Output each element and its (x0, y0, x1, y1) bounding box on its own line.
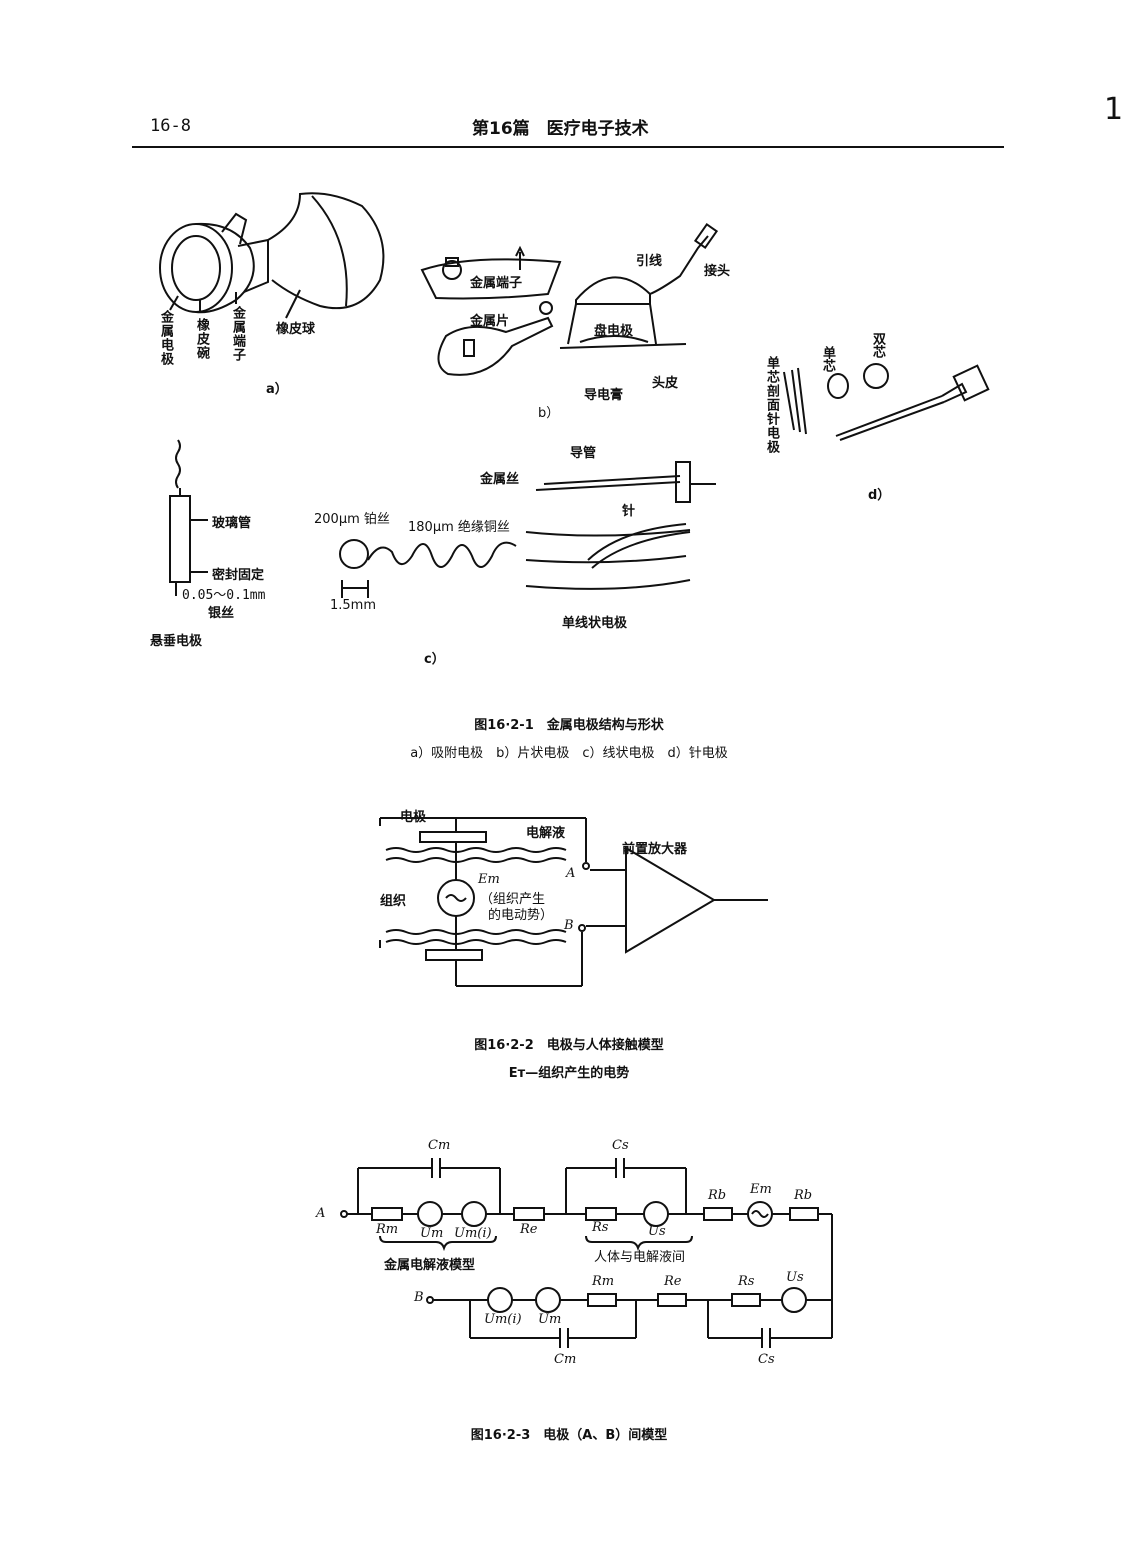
fig2-label-electrode: 电极 (400, 810, 427, 825)
fig3-label-cs-top: Cs (612, 1138, 629, 1153)
fig3-label-us-top: Us (648, 1224, 666, 1239)
fig3-label-um-top: Um (420, 1226, 444, 1241)
needle-electrode-illustration (783, 363, 990, 441)
fig2-label-et: Eт (478, 872, 500, 887)
fig3-label-b: B (414, 1290, 424, 1305)
fig2-label-a: A (566, 866, 576, 881)
label-metal-electrode: 金属电极 (158, 310, 173, 366)
label-connector: 接头 (704, 264, 731, 279)
coil-electrode-illustration (339, 539, 517, 598)
label-metal-sheet: 金属片 (470, 314, 510, 329)
label-metal-wire: 金属丝 (480, 472, 520, 487)
fig1-subcaption: a）吸附电极 b）片状电极 c）线状电极 d）针电极 (410, 746, 728, 761)
fig2-label-et-note2: 的电动势） (488, 908, 554, 923)
fig3-label-cm-bottom: Cm (554, 1352, 577, 1367)
label-diameter: 0.05～0.1mm (182, 588, 266, 603)
label-platinum-wire: 200μm 铂丝 (314, 512, 390, 527)
fig1-tag-a: a） (266, 382, 288, 397)
fig3-label-a: A (316, 1206, 326, 1221)
label-conductive-paste: 导电膏 (584, 388, 624, 403)
label-sealed: 密封固定 (212, 568, 265, 583)
label-double-core: 双芯 (870, 332, 885, 358)
suction-electrode-illustration (159, 192, 385, 319)
label-glass-tube: 玻璃管 (212, 516, 252, 531)
label-cross-section-needle: 单芯剖面针电极 (764, 356, 779, 454)
label-needle: 针 (622, 504, 636, 519)
fig3-label-us-bottom: Us (786, 1270, 804, 1285)
fig3-label-rs-top: Rs (592, 1220, 609, 1235)
fig3-brace-metal-electrolyte: 金属电解液模型 (384, 1258, 476, 1273)
label-rubber-bulb: 橡皮球 (276, 322, 316, 337)
fig1-tag-d: d） (868, 488, 891, 503)
fig3-label-rm-bottom: Rm (592, 1274, 615, 1289)
label-disc-electrode: 盘电极 (594, 324, 634, 339)
label-single-core: 单芯 (820, 346, 835, 372)
fig2-label-amplifier: 前置放大器 (622, 842, 688, 857)
label-suspended-electrode: 悬垂电极 (150, 634, 203, 649)
fig1-tag-b: b） (538, 406, 560, 421)
label-silver-wire: 银丝 (208, 606, 235, 621)
fig1-tag-c: c） (424, 652, 445, 667)
fig3-label-re-top: Re (520, 1222, 538, 1237)
label-catheter: 导管 (570, 446, 597, 461)
fig3-label-re-bottom: Re (664, 1274, 682, 1289)
fig2-caption: 图16·2-2 电极与人体接触模型 (474, 1038, 664, 1053)
label-lead-wire: 引线 (636, 254, 663, 269)
fig3-label-rb-left: Rb (708, 1188, 727, 1203)
fig3-label-umi-top: Um(i) (454, 1226, 492, 1241)
label-rubber-cup: 橡皮碗 (194, 318, 209, 360)
fig3-brace-body-electrolyte: 人体与电解液间 (594, 1250, 686, 1265)
fig3-label-umi-bottom: Um(i) (484, 1312, 522, 1327)
single-wire-electrode-illustration (525, 461, 716, 590)
fig2-label-et-note1: （组织产生 (480, 892, 546, 907)
chapter-title: 第16篇 医疗电子技术 (472, 119, 649, 139)
fig3-label-rb-right: Rb (794, 1188, 813, 1203)
fig3-label-um-bottom: Um (538, 1312, 562, 1327)
fig3-label-cm-top: Cm (428, 1138, 451, 1153)
fig2-subcaption: Eт—组织产生的电势 (508, 1066, 630, 1081)
disc-electrode-illustration (420, 222, 719, 376)
label-metal-terminal-a: 金属端子 (230, 306, 245, 362)
fig2-label-electrolyte: 电解液 (526, 826, 566, 841)
fig3-label-rm-top: Rm (376, 1222, 399, 1237)
fig2-label-tissue: 组织 (380, 894, 407, 909)
corner-mark: 1 (1104, 92, 1124, 127)
label-copper-wire: 180μm 绝缘铜丝 (408, 520, 510, 535)
fig3-label-cs-bottom: Cs (758, 1352, 775, 1367)
suspended-electrode-illustration (169, 439, 208, 596)
fig3-label-et: Eт (750, 1182, 772, 1197)
label-metal-terminal-b: 金属端子 (470, 276, 523, 291)
label-single-wire-electrode: 单线状电极 (562, 616, 628, 631)
header-rule (132, 146, 1004, 148)
label-scalp: 头皮 (652, 376, 679, 391)
fig2-label-b: B (564, 918, 574, 933)
page-number: 16-8 (150, 116, 191, 136)
fig3-caption: 图16·2-3 电极（A、B）间模型 (470, 1428, 668, 1443)
label-coil-diameter: 1.5mm (330, 598, 377, 613)
fig1-caption: 图16·2-1 金属电极结构与形状 (474, 718, 664, 733)
fig3-label-rs-bottom: Rs (738, 1274, 755, 1289)
